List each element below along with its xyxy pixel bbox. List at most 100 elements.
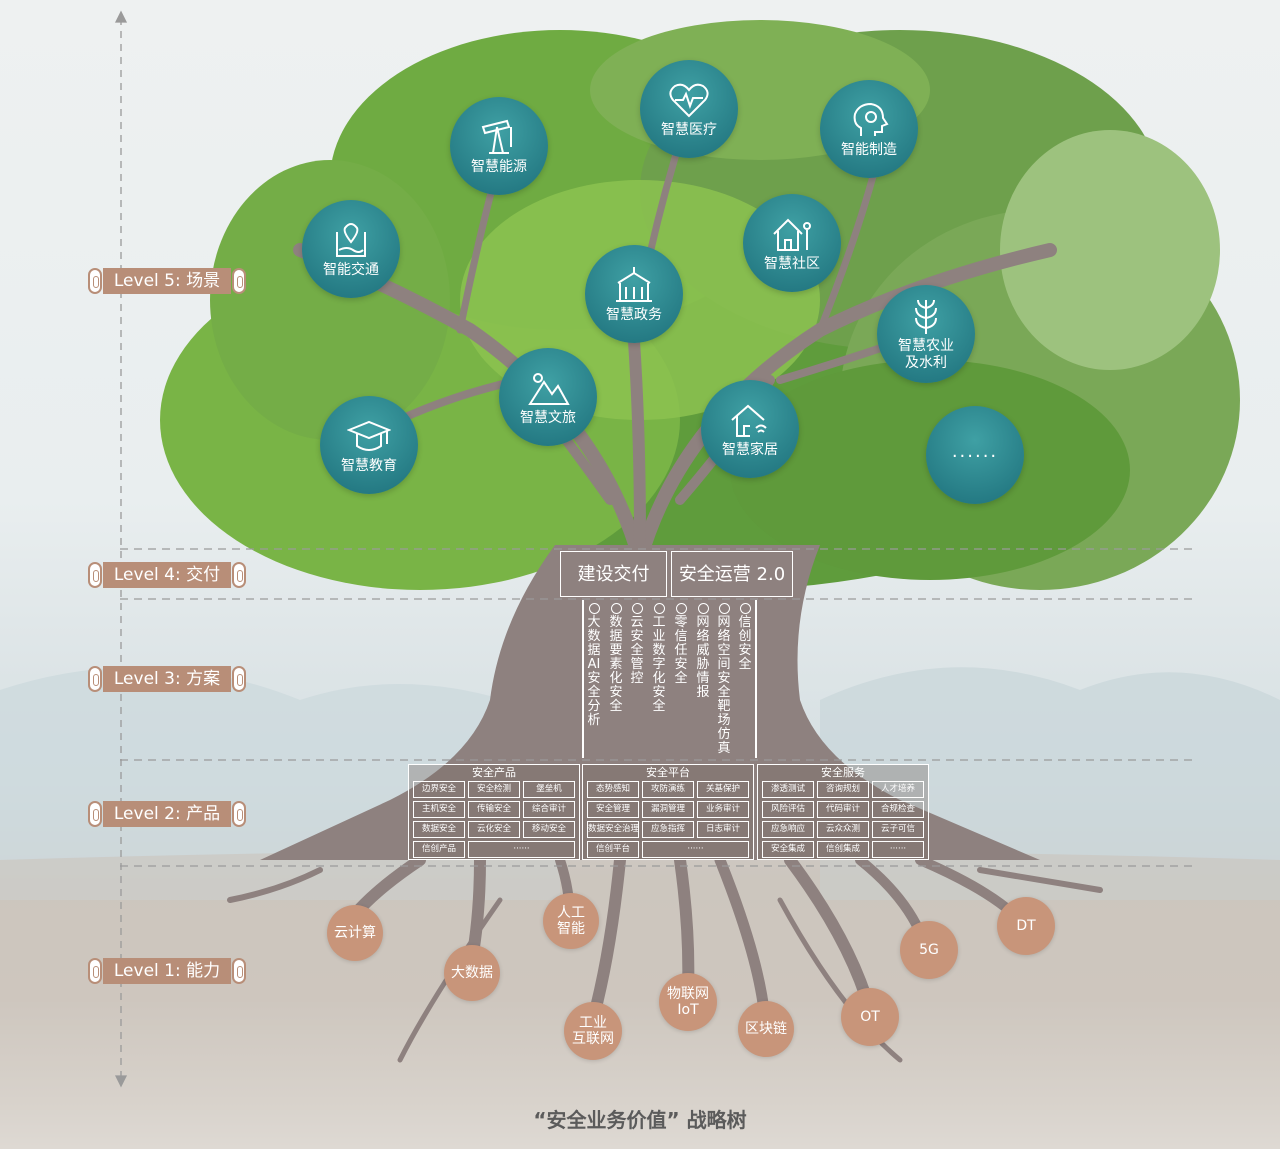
scenario-smart-manufacturing[interactable]: 智能制造 (820, 80, 918, 178)
oil-pump-icon (481, 119, 512, 154)
product-item[interactable]: 安全管理 (587, 801, 639, 818)
product-item[interactable]: ······ (642, 841, 749, 858)
capability-industrial-internet[interactable]: 工业 互联网 (564, 1002, 622, 1060)
capability-ot[interactable]: OT (841, 988, 899, 1046)
level-left-cap-icon (88, 958, 102, 984)
scenario-smart-tourism[interactable]: 智慧文旅 (499, 348, 597, 446)
delivery-operations[interactable]: 安全运营 2.0 (671, 551, 793, 597)
level-left-cap-icon (88, 801, 102, 827)
smart-home-icon (731, 404, 767, 437)
scenario-more[interactable]: ······ (926, 406, 1024, 504)
level-4-label: Level 4: 交付 (88, 560, 246, 590)
product-item[interactable]: 信创集成 (817, 841, 869, 858)
scenario-smart-government[interactable]: 智慧政务 (585, 245, 683, 343)
level-1-label: Level 1: 能力 (88, 956, 246, 986)
solution-icon (675, 603, 687, 614)
product-item[interactable]: 边界安全 (413, 781, 465, 798)
product-item[interactable]: 数据安全治理 (587, 821, 639, 838)
head-gear-icon (853, 102, 889, 136)
solution-threat-intel[interactable]: 网络威胁情报 (695, 603, 711, 700)
capability-iot[interactable]: 物联网 IoT (659, 973, 717, 1031)
product-item[interactable]: 渗透测试 (762, 781, 814, 798)
product-item[interactable]: 应急指挥 (642, 821, 694, 838)
scenario-smart-healthcare[interactable]: 智慧医疗 (640, 60, 738, 158)
product-item[interactable]: 综合审计 (523, 801, 575, 818)
graduation-cap-icon (347, 420, 391, 451)
product-item[interactable]: 云化安全 (468, 821, 520, 838)
diagram-caption: “安全业务价值” 战略树 (533, 1108, 747, 1132)
product-group-products: 安全产品 边界安全 安全检测 堡垒机 主机安全 传输安全 综合审计 数据安全 云… (408, 764, 580, 860)
solution-xinchuang[interactable]: 信创安全 (737, 603, 753, 672)
product-item[interactable]: 信创产品 (413, 841, 465, 858)
level-axis (114, 10, 128, 1088)
product-item[interactable]: 云众众测 (817, 821, 869, 838)
product-item[interactable]: 数据安全 (413, 821, 465, 838)
government-building-icon (616, 266, 652, 302)
solution-data-element[interactable]: 数据要素化安全 (608, 603, 624, 714)
product-item[interactable]: ······ (872, 841, 924, 858)
product-item[interactable]: 日志审计 (697, 821, 749, 838)
solution-icon (588, 603, 600, 614)
level-3-label: Level 3: 方案 (88, 664, 246, 694)
solution-divider (582, 600, 584, 758)
product-item[interactable]: 代码审计 (817, 801, 869, 818)
product-item[interactable]: 攻防演练 (642, 781, 694, 798)
level-right-cap-icon (232, 801, 246, 827)
solution-divider (755, 600, 757, 758)
scenario-smart-energy[interactable]: 智慧能源 (450, 97, 548, 195)
scenario-smart-home[interactable]: 智慧家居 (701, 380, 799, 478)
product-group-platforms: 安全平台 态势感知 攻防演练 关基保护 安全管理 漏洞管理 业务审计 数据安全治… (582, 764, 754, 860)
solution-icon (739, 603, 751, 614)
solution-icon (631, 603, 643, 614)
capability-5g[interactable]: 5G (900, 921, 958, 979)
solution-icon (697, 603, 709, 614)
capability-big-data[interactable]: 大数据 (444, 945, 500, 1001)
level-left-cap-icon (88, 562, 102, 588)
product-item[interactable]: 应急响应 (762, 821, 814, 838)
capability-blockchain[interactable]: 区块链 (738, 1001, 794, 1057)
product-item[interactable]: 漏洞管理 (642, 801, 694, 818)
capability-ai[interactable]: 人工 智能 (543, 893, 599, 949)
product-item[interactable]: 信创平台 (587, 841, 639, 858)
solution-icon (653, 603, 665, 614)
solution-cyber-range[interactable]: 网络空间安全靶场仿真 (716, 603, 732, 756)
product-item[interactable]: 风险评估 (762, 801, 814, 818)
product-item[interactable]: 安全检测 (468, 781, 520, 798)
delivery-build[interactable]: 建设交付 (560, 551, 667, 597)
capability-cloud[interactable]: 云计算 (327, 905, 383, 961)
product-item[interactable]: 关基保护 (697, 781, 749, 798)
product-item[interactable]: 人才培养 (872, 781, 924, 798)
product-item[interactable]: 合规检查 (872, 801, 924, 818)
level-right-cap-icon (232, 562, 246, 588)
product-item[interactable]: 传输安全 (468, 801, 520, 818)
scenario-smart-community[interactable]: 智慧社区 (743, 194, 841, 292)
product-item[interactable]: 咨询规划 (817, 781, 869, 798)
level-dividers (120, 548, 1195, 867)
product-item[interactable]: ······ (468, 841, 575, 858)
level-right-cap-icon (232, 958, 246, 984)
scenario-smart-agriculture[interactable]: 智慧农业 及水利 (877, 285, 975, 383)
product-item[interactable]: 业务审计 (697, 801, 749, 818)
level-left-cap-icon (88, 666, 102, 692)
solution-cloud-security[interactable]: 云安全管控 (629, 603, 645, 686)
product-item[interactable]: 主机安全 (413, 801, 465, 818)
scenario-smart-transport[interactable]: 智能交通 (302, 200, 400, 298)
capability-dt[interactable]: DT (997, 897, 1055, 955)
product-item[interactable]: 安全集成 (762, 841, 814, 858)
product-item[interactable]: 堡垒机 (523, 781, 575, 798)
product-item[interactable]: 移动安全 (523, 821, 575, 838)
level-right-cap-icon (232, 268, 246, 294)
sun-mountain-icon (528, 372, 570, 405)
product-item[interactable]: 态势感知 (587, 781, 639, 798)
wheat-icon (915, 299, 937, 334)
house-person-icon (773, 218, 811, 251)
level-5-label: Level 5: 场景 (88, 266, 246, 296)
solution-zero-trust[interactable]: 零信任安全 (673, 603, 689, 686)
solution-big-data-ai[interactable]: 大数据AI安全分析 (586, 603, 602, 728)
solution-industrial-digital[interactable]: 工业数字化安全 (651, 603, 667, 714)
heart-pulse-icon (669, 83, 709, 117)
product-item[interactable]: 云子可信 (872, 821, 924, 838)
scenario-smart-education[interactable]: 智慧教育 (320, 396, 418, 494)
map-pin-icon (336, 222, 366, 257)
